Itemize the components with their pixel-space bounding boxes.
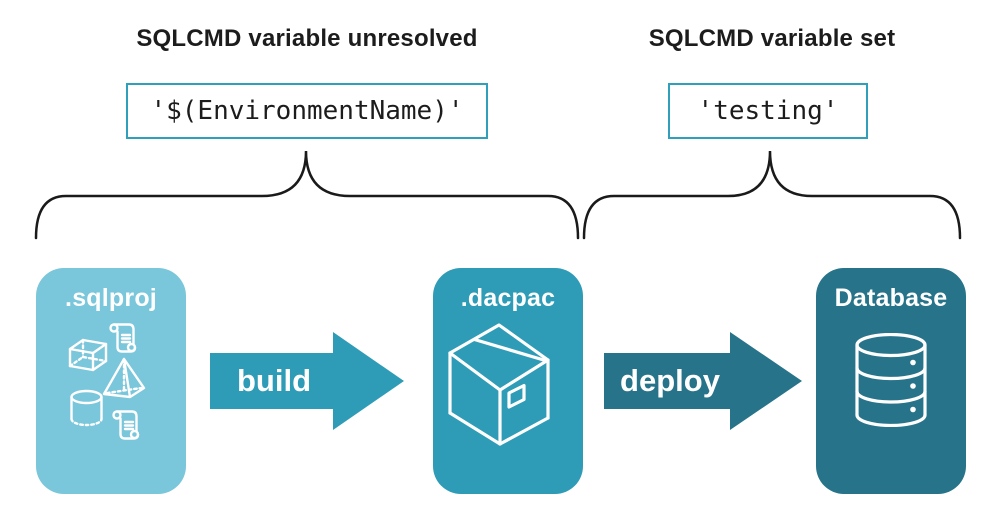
- codebox-testing-value: 'testing': [668, 83, 868, 139]
- scroll-icon: [112, 410, 140, 440]
- scroll-icon: [109, 323, 137, 353]
- build-arrow-label: build: [236, 363, 312, 398]
- cube-icon: [68, 338, 108, 372]
- node-sqlproj-label: .sqlproj: [65, 284, 157, 312]
- deploy-arrow-label: deploy: [620, 363, 720, 398]
- node-database: Database: [816, 268, 966, 494]
- pyramid-icon: [102, 357, 146, 399]
- code-set-value: 'testing': [697, 96, 839, 126]
- node-database-label: Database: [834, 284, 948, 312]
- heading-sqlcmd-unresolved: SQLCMD variable unresolved: [136, 25, 478, 52]
- deploy-arrow: [604, 332, 802, 430]
- package-icon: [448, 323, 550, 446]
- database-icon: [855, 333, 927, 427]
- left-curly-brace: [34, 150, 580, 240]
- codebox-environment-variable: '$(EnvironmentName)': [126, 83, 488, 139]
- heading-sqlcmd-set: SQLCMD variable set: [648, 25, 896, 52]
- build-arrow-shape: [210, 332, 404, 430]
- right-curly-brace: [582, 150, 962, 240]
- node-dacpac: .dacpac: [433, 268, 583, 494]
- deploy-arrow-shape: [604, 332, 802, 430]
- sql-objects-icon: [68, 323, 146, 440]
- build-arrow: [210, 332, 404, 430]
- cylinder-icon: [70, 389, 103, 427]
- node-dacpac-label: .dacpac: [460, 284, 556, 312]
- code-unresolved-value: '$(EnvironmentName)': [150, 96, 464, 126]
